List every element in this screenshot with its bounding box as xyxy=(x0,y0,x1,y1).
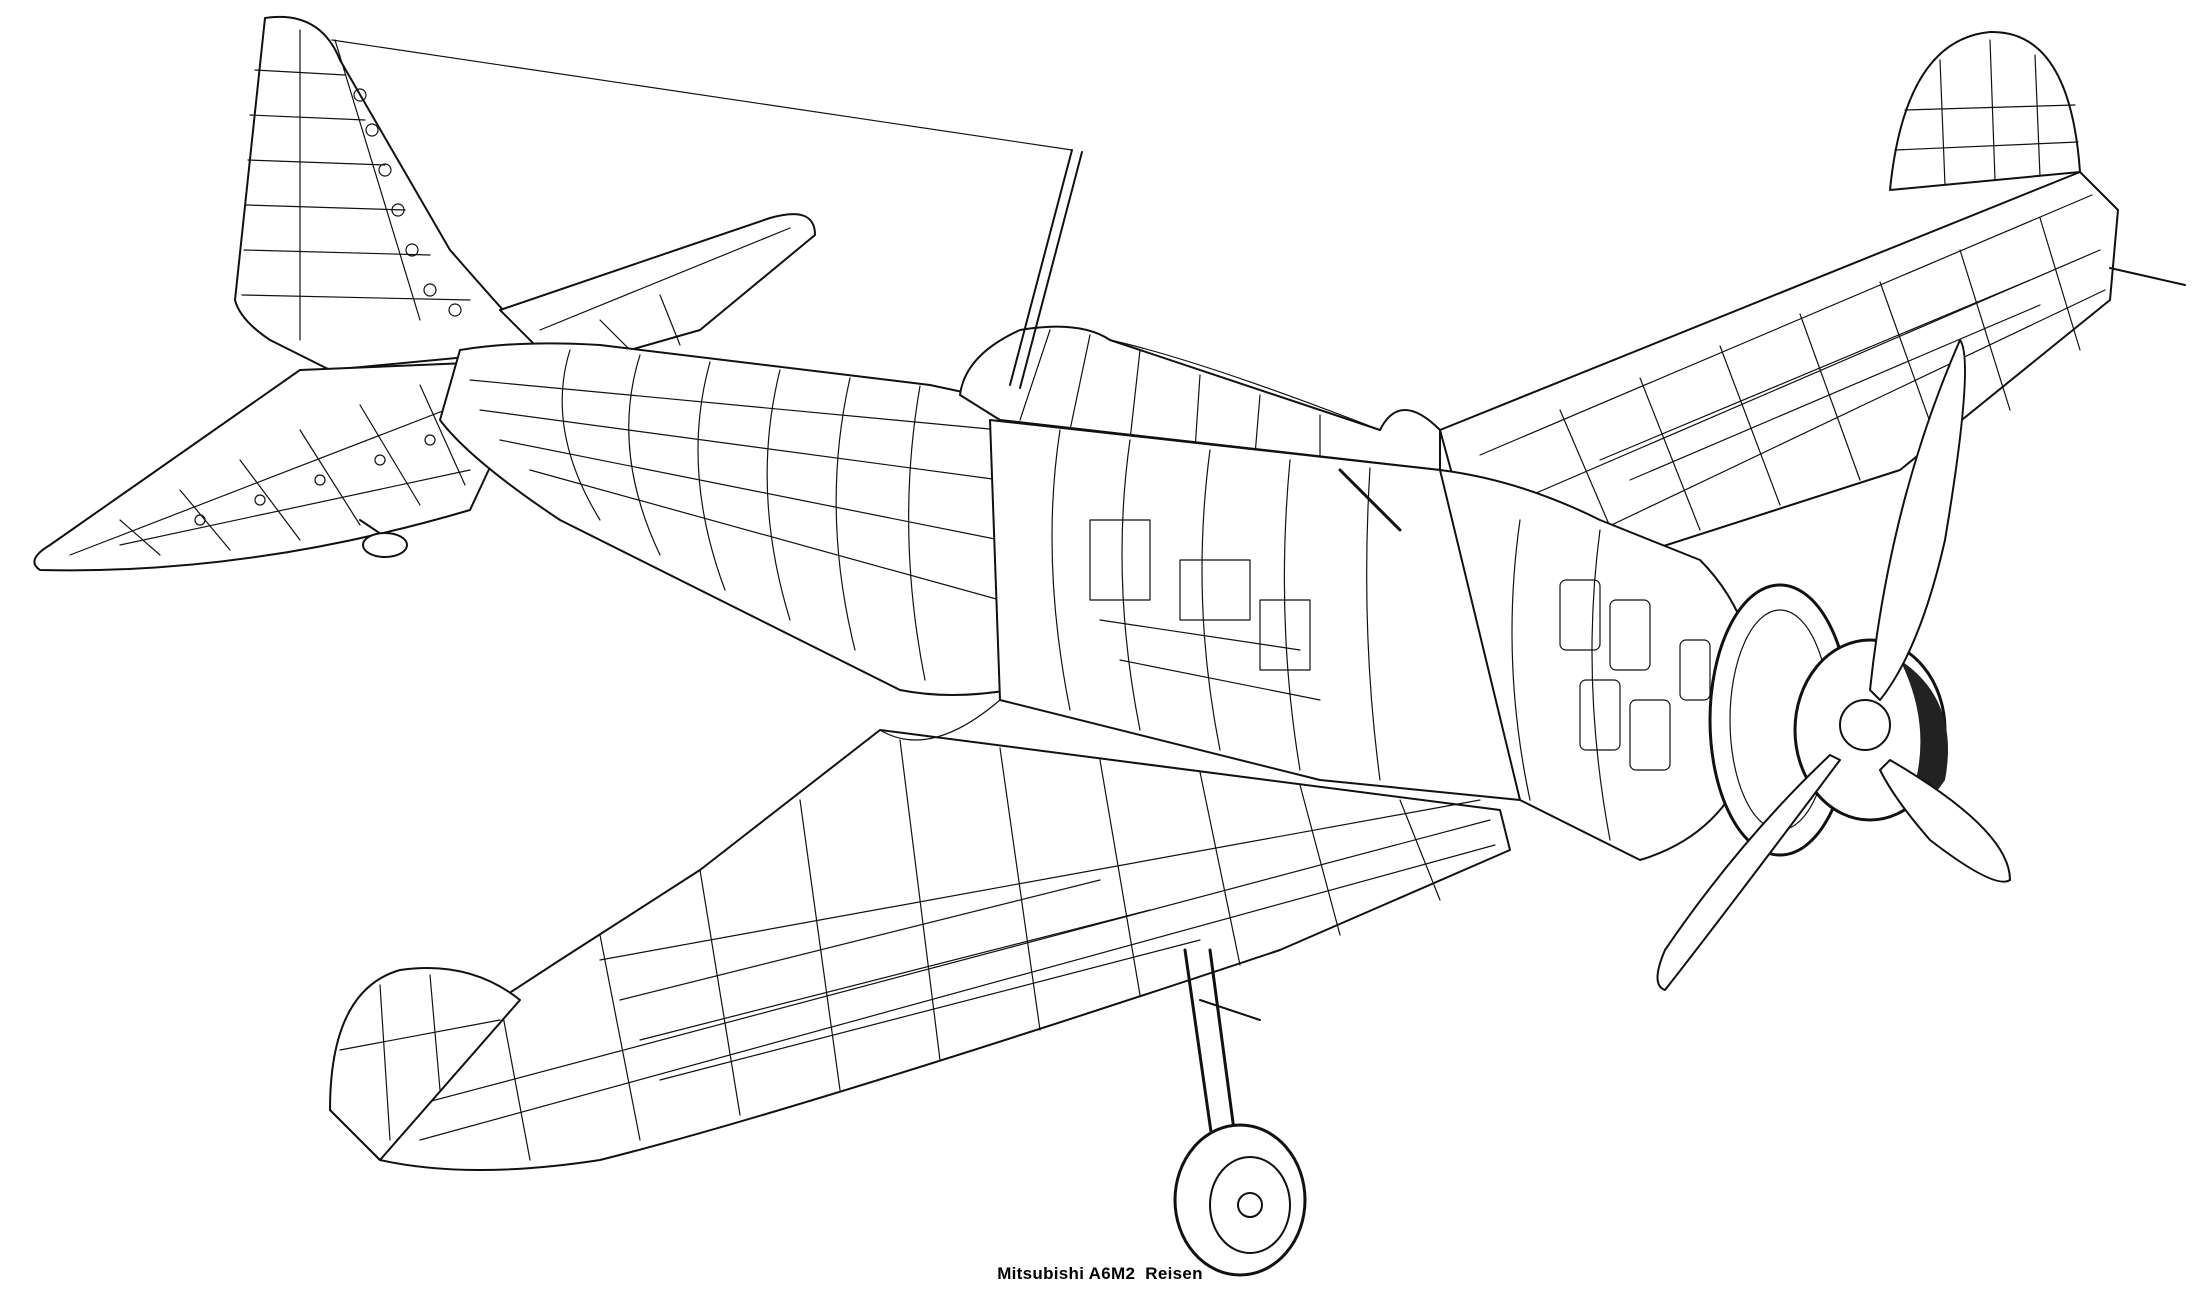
antenna-wire xyxy=(332,40,1072,150)
forward-fuselage xyxy=(990,420,1520,800)
cockpit-equipment xyxy=(1090,520,1320,700)
far-tailplane xyxy=(500,214,815,370)
tail-wheel xyxy=(360,520,407,557)
near-wing xyxy=(330,730,1510,1170)
near-tailplane xyxy=(34,360,540,570)
rear-fuselage xyxy=(440,343,1010,695)
fuselage-stringers xyxy=(470,380,1000,600)
near-wing-ribs xyxy=(500,740,1440,1160)
main-landing-gear xyxy=(1175,950,1305,1275)
wing-root-fillet xyxy=(880,700,1000,740)
diagram-caption: Mitsubishi A6M2 Reisen xyxy=(997,1264,1203,1283)
fin-lightening-holes xyxy=(354,89,461,316)
engine-cylinders xyxy=(1560,580,1710,770)
canopy xyxy=(960,327,1440,470)
fuselage-frames xyxy=(562,350,925,680)
pitot-tube xyxy=(2110,268,2185,285)
fin-ribs xyxy=(242,70,470,300)
propeller xyxy=(1658,340,2011,990)
engine-section xyxy=(1440,470,1760,860)
far-wing-tip xyxy=(1890,32,2080,190)
antenna-mast xyxy=(1010,150,1082,388)
tailplane-holes xyxy=(195,435,435,525)
vertical-fin xyxy=(235,17,540,370)
near-wing-lattice xyxy=(620,880,1200,1080)
cockpit-frames xyxy=(1052,430,1380,780)
far-wing xyxy=(1440,172,2118,560)
near-wing-tip xyxy=(330,968,520,1160)
